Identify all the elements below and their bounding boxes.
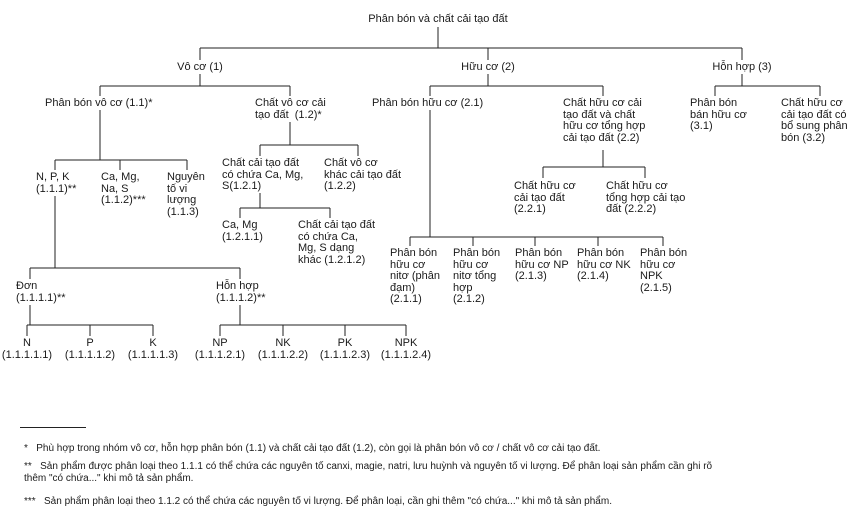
node-2-1-4: Phân bón hữu cơ NK (2.1.4) bbox=[577, 247, 631, 282]
footnote-3: *** Sản phẩm phân loại theo 1.1.2 có thể… bbox=[24, 496, 612, 507]
node-root: Phân bón và chất cải tạo đất bbox=[368, 13, 508, 25]
node-1-2-2: Chất vô cơ khác cải tạo đất (1.2.2) bbox=[324, 157, 402, 192]
node-3-1: Phân bón bán hữu cơ (3.1) bbox=[690, 97, 747, 132]
node-2-2: Chất hữu cơ cải tạo đất và chất hữu cơ t… bbox=[563, 97, 646, 144]
node-1-2-1-2: Chất cải tạo đất có chứa Ca, Mg, S dạng … bbox=[298, 219, 376, 266]
node-2-2-1: Chất hữu cơ cải tạo đất (2.2.1) bbox=[514, 180, 576, 215]
node-1-2-1: Chất cải tạo đất có chứa Ca, Mg, S(1.2.1… bbox=[222, 157, 304, 192]
node-1-1-1-1: Đơn (1.1.1.1)** bbox=[16, 280, 66, 304]
node-1-1-1-1-1: N (1.1.1.1.1) bbox=[1, 337, 53, 361]
node-1-1-1-2: Hỗn hợp (1.1.1.2)** bbox=[216, 280, 266, 304]
footnote-separator bbox=[20, 427, 86, 428]
node-1-1-1-2-3: PK (1.1.1.2.3) bbox=[319, 337, 371, 361]
node-1-1-1-2-4: NPK (1.1.1.2.4) bbox=[380, 337, 432, 361]
node-organic: Hữu cơ (2) bbox=[461, 61, 515, 73]
footnote-1: * Phù hợp trong nhóm vô cơ, hỗn hợp phân… bbox=[24, 443, 601, 454]
footnote-2: ** Sản phẩm được phân loại theo 1.1.1 có… bbox=[24, 461, 713, 484]
node-1-2-1-1: Ca, Mg (1.2.1.1) bbox=[222, 219, 263, 243]
node-1-1-1-1-3: K (1.1.1.1.3) bbox=[127, 337, 179, 361]
node-2-2-2: Chất hữu cơ tổng hợp cải tạo đất (2.2.2) bbox=[606, 180, 686, 215]
node-mixed: Hỗn hợp (3) bbox=[712, 61, 772, 73]
node-1-1-3: Nguyên tố vi lượng (1.1.3) bbox=[167, 171, 205, 218]
node-1-2: Chất vô cơ cải tạo đất (1.2)* bbox=[255, 97, 326, 121]
node-1-1-1-2-2: NK (1.1.1.2.2) bbox=[257, 337, 309, 361]
node-2-1: Phân bón hữu cơ (2.1) bbox=[372, 97, 484, 109]
node-2-1-3: Phân bón hữu cơ NP (2.1.3) bbox=[515, 247, 569, 282]
node-1-1-1: N, P, K (1.1.1)** bbox=[36, 171, 77, 195]
node-2-1-2: Phân bón hữu cơ nitơ tổng hợp (2.1.2) bbox=[453, 247, 501, 305]
node-inorganic: Vô cơ (1) bbox=[177, 61, 223, 73]
node-1-1-2: Ca, Mg, Na, S (1.1.2)*** bbox=[101, 171, 146, 206]
node-1-1-1-1-2: P (1.1.1.1.2) bbox=[64, 337, 116, 361]
node-1-1-1-2-1: NP (1.1.1.2.1) bbox=[194, 337, 246, 361]
node-2-1-5: Phân bón hữu cơ NPK (2.1.5) bbox=[640, 247, 688, 294]
node-1-1: Phân bón vô cơ (1.1)* bbox=[45, 97, 153, 109]
node-2-1-1: Phân bón hữu cơ nitơ (phân đạm) (2.1.1) bbox=[390, 247, 441, 305]
node-3-2: Chất hữu cơ cải tạo đất có bổ sung phân … bbox=[781, 97, 848, 144]
